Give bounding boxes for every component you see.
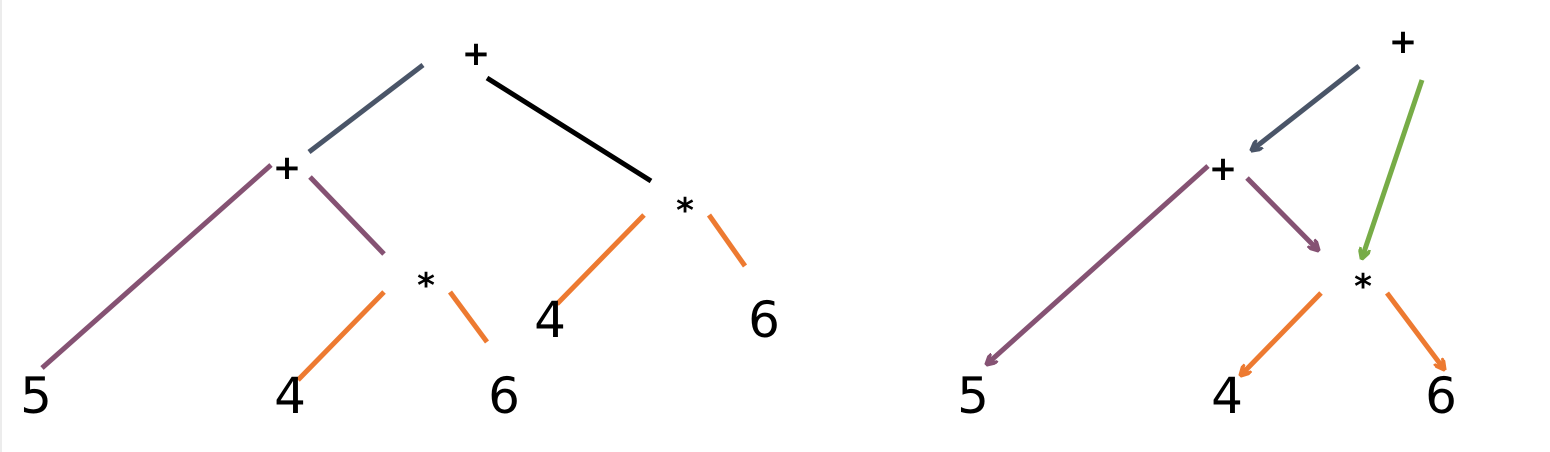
tree-right-times-node: *	[676, 191, 694, 231]
tree-root-plus-node: +	[462, 34, 491, 74]
edge-right-times-to-four	[555, 213, 646, 306]
arrow-plus-to-five	[987, 164, 1210, 364]
dag-leaf-four: 4	[1211, 367, 1243, 425]
tree-leaf-six: 6	[488, 367, 520, 425]
arrow-root-to-plus	[1252, 64, 1361, 150]
tree-leaf-four-right: 4	[534, 291, 566, 349]
edge-inner-times-to-six	[447, 290, 490, 344]
dag-leaf-six: 6	[1425, 367, 1457, 425]
arrow-times-to-six	[1385, 291, 1444, 369]
tree-inner-times-node: *	[417, 266, 435, 306]
arrow-times-to-four	[1241, 291, 1323, 375]
expression-dag: + + * 5 4 6	[957, 22, 1457, 425]
tree-leaf-five: 5	[20, 367, 52, 425]
edge-plus-to-inner-times	[308, 175, 386, 256]
tree-plus-node: +	[273, 148, 302, 188]
expression-tree: + + * * 5 4 6 4 6	[20, 34, 780, 425]
dag-root-plus-node: +	[1389, 22, 1418, 62]
edge-root-to-plus	[307, 63, 425, 154]
edge-inner-times-to-four	[296, 290, 386, 382]
arrow-root-to-times	[1362, 79, 1425, 258]
edge-plus-to-five	[40, 163, 273, 370]
arrow-plus-to-times	[1245, 176, 1318, 250]
tree-leaf-four: 4	[274, 367, 306, 425]
edge-root-to-right-times	[485, 75, 653, 184]
dag-plus-node: +	[1209, 149, 1238, 189]
tree-leaf-six-right: 6	[748, 291, 780, 349]
edge-right-times-to-six	[706, 213, 748, 268]
dag-leaf-five: 5	[957, 367, 989, 425]
dag-times-node: *	[1354, 267, 1372, 307]
